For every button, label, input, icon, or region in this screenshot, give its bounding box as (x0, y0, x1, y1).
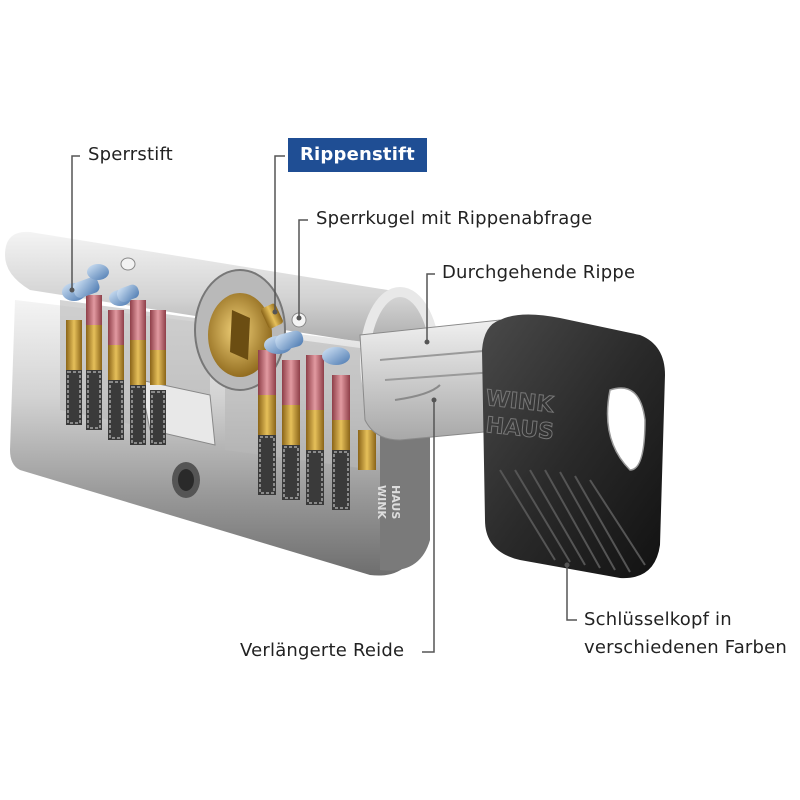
leader-sperrkugel (298, 219, 308, 318)
pin-stacks-left (62, 257, 166, 445)
label-schluesselkopf: Schlüsselkopf in verschiedenen Farben (584, 606, 787, 662)
label-rippenstift: Rippenstift (288, 138, 427, 172)
leader-durchgehende-rippe (426, 273, 435, 342)
label-schluesselkopf-line1: Schlüsselkopf in (584, 609, 732, 630)
leader-dots (69, 287, 570, 568)
label-verlaengerte-reide: Verlängerte Reide (240, 640, 405, 661)
brand-logo-cylinder-top: WINK (375, 485, 388, 519)
leader-lines (71, 155, 577, 653)
leader-schluesselkopf (566, 565, 577, 621)
label-schluesselkopf-line2: verschiedenen Farben (584, 637, 788, 658)
brand-logo-cylinder-bottom: HAUS (389, 485, 402, 519)
leader-rippenstift (274, 155, 285, 312)
label-sperrkugel: Sperrkugel mit Rippenabfrage (316, 208, 593, 229)
pin-stacks-right (258, 303, 376, 510)
leader-sperrstift (71, 155, 80, 290)
label-sperrstift: Sperrstift (88, 144, 173, 165)
key-head: WINK HAUS (482, 314, 665, 579)
leader-verlaengerte-reide (422, 400, 435, 653)
label-durchgehende-rippe: Durchgehende Rippe (442, 262, 636, 283)
key-blade (359, 319, 506, 441)
